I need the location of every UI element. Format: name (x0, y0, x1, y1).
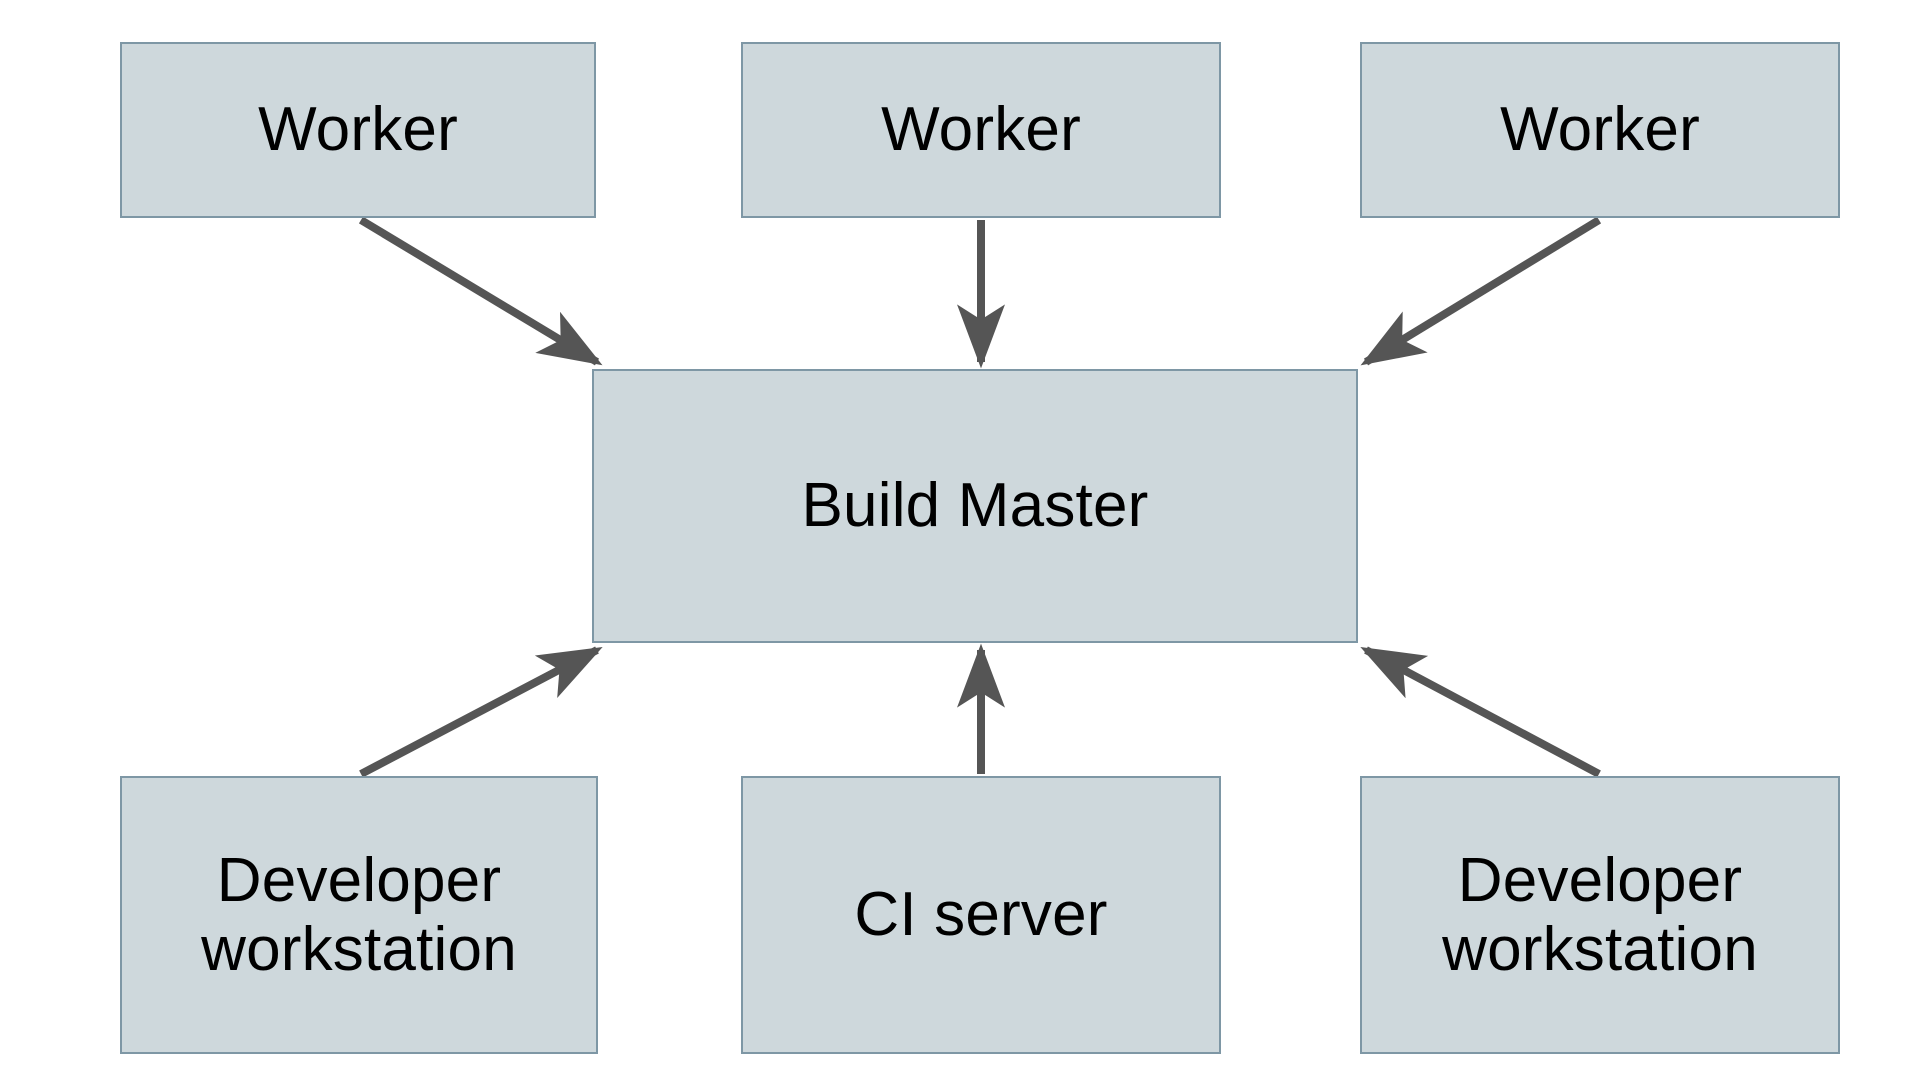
node-worker-2[interactable]: Worker (741, 42, 1221, 218)
node-worker-1-label: Worker (258, 95, 458, 165)
edge-worker-3-to-build-master (1360, 216, 1602, 366)
node-worker-3-label: Worker (1500, 95, 1700, 165)
node-build-master-label: Build Master (801, 471, 1149, 541)
node-build-master[interactable]: Build Master (592, 369, 1358, 643)
edge-worker-1-to-build-master (358, 216, 603, 366)
edge-dev-right-to-build-master (1360, 646, 1601, 778)
node-developer-workstation-left[interactable]: Developer workstation (120, 776, 598, 1054)
node-ci-server[interactable]: CI server (741, 776, 1221, 1054)
node-ci-server-label: CI server (854, 880, 1108, 950)
node-worker-2-label: Worker (881, 95, 1081, 165)
edge-dev-left-to-build-master (359, 646, 603, 778)
node-developer-workstation-right[interactable]: Developer workstation (1360, 776, 1840, 1054)
node-worker-3[interactable]: Worker (1360, 42, 1840, 218)
node-worker-1[interactable]: Worker (120, 42, 596, 218)
node-developer-workstation-left-label: Developer workstation (201, 845, 517, 984)
node-developer-workstation-right-label: Developer workstation (1442, 845, 1758, 984)
